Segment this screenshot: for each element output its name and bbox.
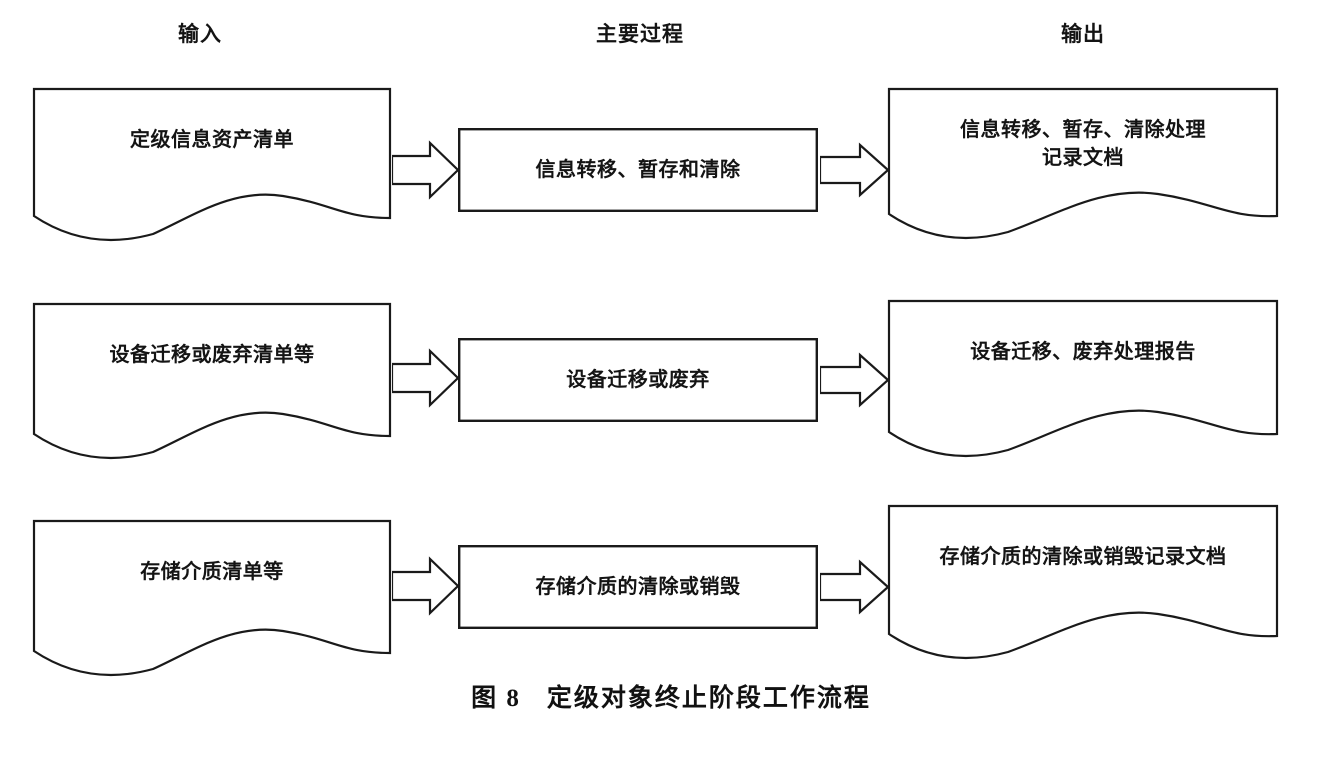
arrow-right-block-icon <box>392 348 460 408</box>
arrow-input-to-process-row-1 <box>392 140 460 200</box>
input-document-row-1: 定级信息资产清单 <box>32 87 392 248</box>
arrow-right-block-icon <box>392 556 460 616</box>
document-shape-icon <box>32 302 392 460</box>
arrow-process-to-output-row-2 <box>820 352 890 408</box>
output-document-row-2: 设备迁移、废弃处理报告 <box>887 299 1279 468</box>
column-header-input: 输入 <box>178 22 222 46</box>
rectangle-shape-icon <box>458 128 819 212</box>
column-header-process: 主要过程 <box>596 22 684 46</box>
figure-caption-title: 定级对象终止阶段工作流程 <box>546 685 871 712</box>
rectangle-shape-icon <box>458 338 819 422</box>
input-document-row-2: 设备迁移或废弃清单等 <box>32 302 392 466</box>
process-box-row-2: 设备迁移或废弃 <box>458 338 819 422</box>
process-box-row-1: 信息转移、暂存和清除 <box>458 128 819 212</box>
arrow-process-to-output-row-3 <box>820 559 890 615</box>
input-document-row-3: 存储介质清单等 <box>32 519 392 683</box>
figure-caption-number: 图 8 <box>471 685 521 712</box>
document-shape-icon <box>887 504 1279 660</box>
output-document-row-1: 信息转移、暂存、清除处理 记录文档 <box>887 87 1279 248</box>
output-document-row-3: 存储介质的清除或销毁记录文档 <box>887 504 1279 670</box>
document-shape-icon <box>32 519 392 677</box>
document-shape-icon <box>887 299 1279 458</box>
arrow-right-block-icon <box>820 142 890 198</box>
process-box-row-3: 存储介质的清除或销毁 <box>458 545 819 629</box>
figure-caption: 图 8 定级对象终止阶段工作流程 <box>0 678 1342 714</box>
document-shape-icon <box>887 87 1279 240</box>
rectangle-shape-icon <box>458 545 819 629</box>
arrow-right-block-icon <box>820 352 890 408</box>
column-header-output: 输出 <box>1061 22 1105 46</box>
arrow-input-to-process-row-2 <box>392 348 460 408</box>
arrow-process-to-output-row-1 <box>820 142 890 198</box>
arrow-input-to-process-row-3 <box>392 556 460 616</box>
arrow-right-block-icon <box>820 559 890 615</box>
arrow-right-block-icon <box>392 140 460 200</box>
document-shape-icon <box>32 87 392 242</box>
